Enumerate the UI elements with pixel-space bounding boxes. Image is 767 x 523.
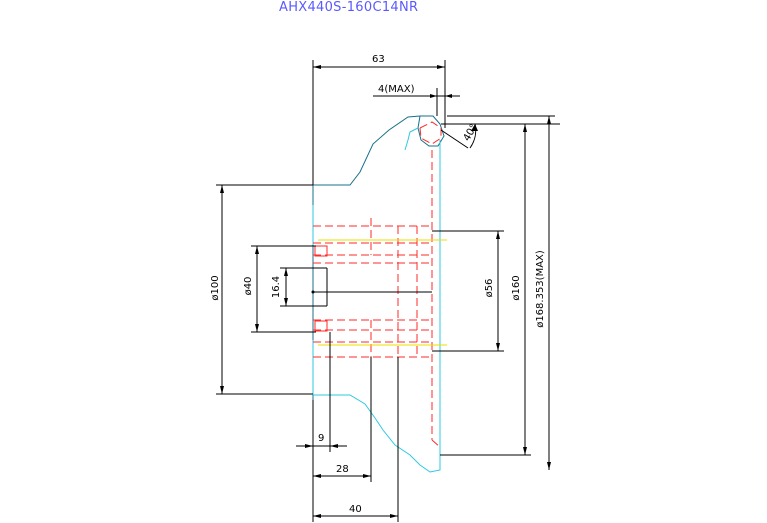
dim-dia-100: ø100 [210, 184, 313, 395]
dim-40: 40 [312, 357, 399, 522]
dim-28-label: 28 [336, 464, 349, 475]
dim-16-4-label: 16.4 [271, 276, 282, 298]
dim-dia-160-label: ø160 [511, 275, 522, 300]
dim-40-label: 40 [349, 504, 362, 515]
keyway [313, 245, 328, 332]
dim-angle: 40° [440, 122, 560, 149]
dim-9-label: 9 [318, 433, 324, 444]
dim-dia-40-label: ø40 [243, 277, 254, 296]
dim-chamfer: 4(MAX) [373, 84, 460, 116]
drawing-title: AHX440S-160C14NR [279, 0, 418, 15]
dim-overall-width: 63 [312, 54, 446, 185]
dim-dia-160: ø160 [440, 124, 531, 456]
dim-dia-168: ø168.353(MAX) [447, 115, 555, 470]
dim-dia-56-label: ø56 [484, 279, 495, 298]
dim-dia-168-label: ø168.353(MAX) [535, 250, 546, 328]
dim-16-4: 16.4 [271, 267, 313, 307]
dim-dia-40: ø40 [243, 245, 316, 333]
dim-63-label: 63 [372, 54, 385, 65]
dim-28: 28 [312, 357, 372, 482]
dim-4max-label: 4(MAX) [378, 84, 415, 95]
hidden-lines [313, 121, 442, 448]
dim-dia-56: ø56 [432, 230, 504, 352]
centerlines [311, 239, 447, 346]
dim-9: 9 [296, 332, 347, 452]
dim-dia-100-label: ø100 [210, 275, 221, 300]
dim-angle-label: 40° [462, 122, 480, 143]
inner-profile [312, 127, 441, 473]
